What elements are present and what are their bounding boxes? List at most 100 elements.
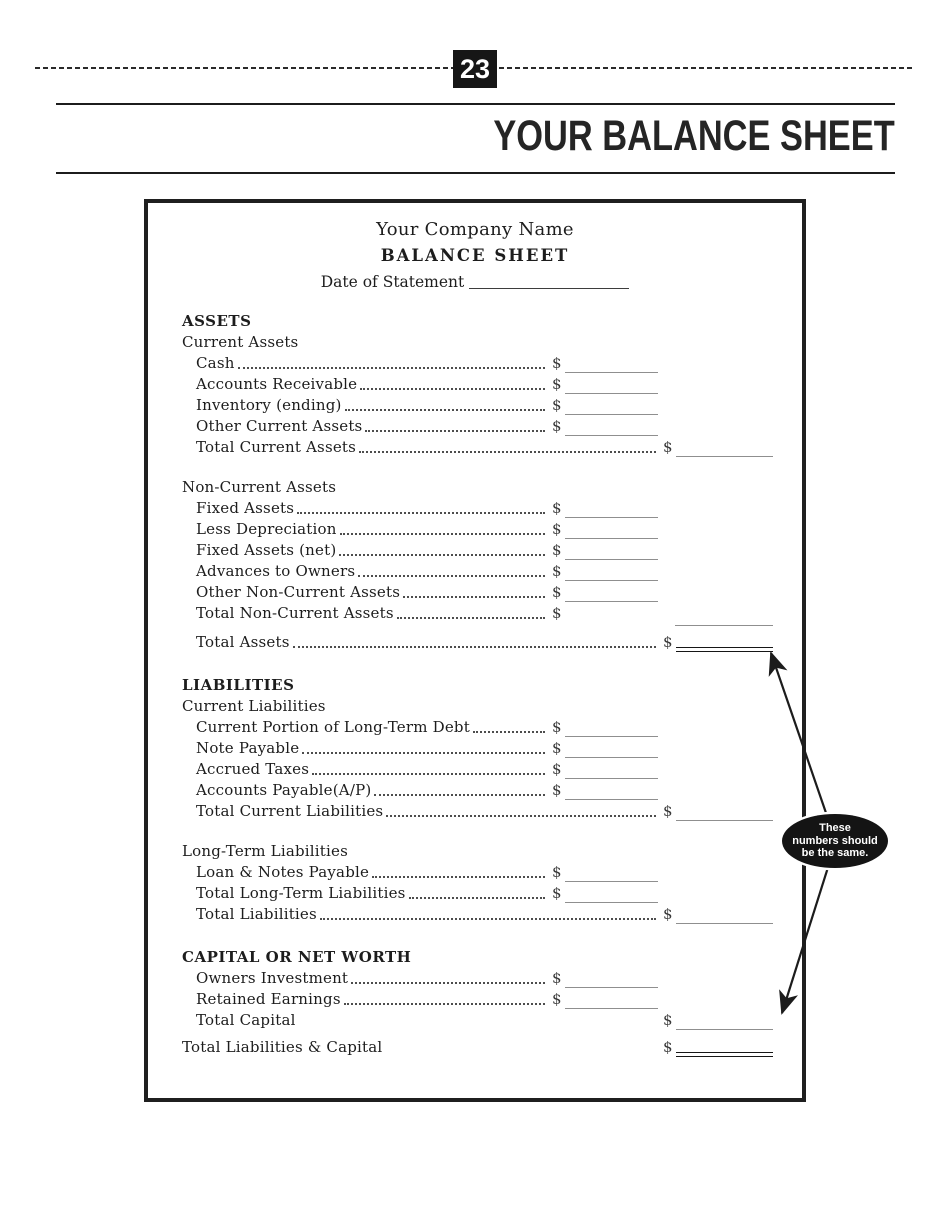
form-row-cash: Cash$ — [182, 352, 773, 373]
total-double-line — [676, 647, 773, 652]
total-double-line — [676, 1052, 773, 1057]
header-rule-top — [56, 103, 895, 105]
dollar-sign: $ — [663, 802, 673, 820]
dot-leader — [297, 512, 545, 514]
dollar-sign: $ — [552, 760, 562, 778]
dollar-sign: $ — [552, 863, 562, 881]
row-label: Current Liabilities — [182, 697, 326, 715]
amount-cell: $ — [552, 759, 658, 779]
form-row-current-assets: Current Assets — [182, 331, 773, 352]
dollar-sign: $ — [552, 884, 562, 902]
row-label: Less Depreciation — [196, 520, 337, 538]
company-name: Your Company Name — [376, 219, 574, 240]
amount-cell: $ — [663, 437, 773, 457]
date-label: Date of Statement — [320, 273, 465, 291]
form-row-total-long-term-liabilities: Total Long-Term Liabilities $ — [182, 882, 773, 903]
form-row-fixed-assets-net: Fixed Assets (net)$ — [182, 539, 773, 560]
form-row-liabilities: LIABILITIES — [182, 674, 773, 695]
callout-bubble: These numbers should be the same. — [782, 814, 888, 868]
amount-cell: $ — [663, 801, 773, 821]
dot-leader — [237, 367, 545, 369]
amount-cell: $ — [552, 561, 658, 581]
date-of-statement-row: Date of Statement — [148, 272, 802, 291]
form-row-total-current-assets: Total Current Assets $ — [182, 436, 773, 457]
form-row-accounts-payable-a-p: Accounts Payable(A/P)$ — [182, 779, 773, 800]
form-row-accrued-taxes: Accrued Taxes$ — [182, 758, 773, 779]
form-row-current-liabilities: Current Liabilities — [182, 695, 773, 716]
dollar-sign: $ — [552, 562, 562, 580]
form-row-other-current-assets: Other Current Assets$ — [182, 415, 773, 436]
row-label: Loan & Notes Payable — [196, 863, 370, 881]
page-number: 23 — [459, 53, 491, 84]
dollar-sign: $ — [663, 438, 673, 456]
dot-leader — [359, 451, 656, 453]
dollar-sign: $ — [552, 354, 562, 372]
dot-leader — [339, 533, 545, 535]
fill-in-line — [676, 923, 773, 924]
row-label: Advances to Owners — [196, 562, 356, 580]
form-row-less-depreciation: Less Depreciation$ — [182, 518, 773, 539]
dot-leader — [339, 554, 545, 556]
fill-in-line — [565, 435, 658, 436]
row-label: Total Current Assets — [196, 438, 357, 456]
form-row-inventory-ending: Inventory (ending) $ — [182, 394, 773, 415]
fill-in-line — [565, 601, 658, 602]
row-label: Inventory (ending) — [196, 396, 342, 414]
dollar-sign: $ — [552, 781, 562, 799]
dot-leader — [365, 430, 545, 432]
form-row-fixed-assets: Fixed Assets$ — [182, 497, 773, 518]
header-rule-bottom — [56, 172, 895, 174]
row-label: Note Payable — [196, 739, 300, 757]
dollar-sign: $ — [552, 604, 562, 622]
dot-leader — [319, 918, 656, 920]
row-label: ASSETS — [182, 312, 252, 330]
row-label: Total Non-Current Assets — [196, 604, 394, 622]
amount-cell: $ — [663, 1037, 773, 1057]
fill-in-line — [565, 799, 658, 800]
row-label: Accounts Receivable — [196, 375, 358, 393]
row-label: Retained Earnings — [196, 990, 341, 1008]
fill-in-line — [675, 625, 773, 626]
callout-line-2: numbers should — [792, 834, 878, 847]
row-label: Total Capital — [196, 1011, 296, 1029]
form-row-other-non-current-assets: Other Non-Current Assets$ — [182, 581, 773, 602]
fill-in-line — [565, 414, 658, 415]
amount-cell: $ — [552, 374, 658, 394]
form-row-accounts-receivable: Accounts Receivable $ — [182, 373, 773, 394]
date-blank-line — [469, 274, 630, 289]
dot-leader — [374, 794, 545, 796]
fill-in-line — [565, 987, 658, 988]
dot-leader — [386, 815, 656, 817]
dollar-sign: $ — [552, 583, 562, 601]
row-label: Total Assets — [196, 633, 290, 651]
dot-leader — [372, 876, 545, 878]
amount-cell: $ — [552, 540, 658, 560]
form-row-blank-line — [182, 624, 773, 626]
fill-in-line — [565, 881, 658, 882]
row-label: Total Liabilities — [196, 905, 317, 923]
fill-in-line — [565, 902, 658, 903]
balance-sheet-form: Your Company Name BALANCE SHEET Date of … — [144, 199, 806, 1102]
page-number-badge: 23 — [453, 50, 497, 88]
form-row-capital-or-net-worth: CAPITAL OR NET WORTH — [182, 946, 773, 967]
form-row-total-assets: Total Assets$ — [182, 631, 773, 652]
row-label: Current Assets — [182, 333, 299, 351]
fill-in-line — [565, 517, 658, 518]
form-row-total-liabilities: Total Liabilities$ — [182, 903, 773, 924]
row-label: CAPITAL OR NET WORTH — [182, 948, 412, 966]
form-row-non-current-assets: Non-Current Assets — [182, 476, 773, 497]
dollar-sign: $ — [663, 1011, 673, 1029]
amount-cell: $ — [552, 395, 658, 415]
amount-cell: $ — [552, 989, 658, 1009]
dot-leader — [472, 731, 545, 733]
dollar-sign: $ — [552, 990, 562, 1008]
dot-leader — [396, 617, 545, 619]
row-label: Fixed Assets — [196, 499, 295, 517]
dot-leader — [292, 646, 656, 648]
amount-cell: $ — [552, 780, 658, 800]
dot-leader — [403, 596, 545, 598]
fill-in-line — [565, 580, 658, 581]
row-label: Total Long-Term Liabilities — [196, 884, 406, 902]
dot-leader — [358, 575, 545, 577]
